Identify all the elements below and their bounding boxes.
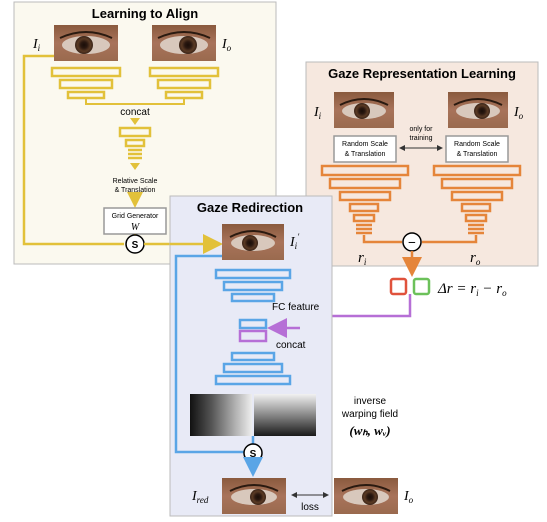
redirect-skip-path xyxy=(174,254,244,454)
redirect-fc-concat-block xyxy=(238,329,268,343)
ri-connector xyxy=(362,235,402,244)
align-input-label: Ii xyxy=(32,37,41,53)
redirect-encoder xyxy=(214,268,292,330)
grid-generator-label: Grid Generator xyxy=(112,213,159,220)
loss-label: loss xyxy=(301,502,319,513)
redirect-panel-title: Gaze Redirection xyxy=(197,200,303,215)
gaze-panel: Gaze Representation Learning Ii Io Rando… xyxy=(305,61,539,267)
align-relative-label-2: & Translation xyxy=(115,187,156,194)
gaze-target-label: Io xyxy=(513,105,524,121)
redirect-sampler-label: S xyxy=(250,449,257,460)
ro-label: ro xyxy=(470,250,481,267)
align-relative-label-1: Relative Scale xyxy=(113,178,158,185)
only-for-training-line2: training xyxy=(410,135,433,142)
delta-feature-red xyxy=(389,277,408,296)
align-sampler-label: S xyxy=(132,240,139,251)
warping-field-horizontal xyxy=(190,394,252,436)
align-panel: Learning to Align Ii Io xyxy=(13,1,277,265)
gaze-random-left-line2: & Translation xyxy=(345,151,386,158)
align-input-eye-image xyxy=(54,25,118,61)
gaze-random-right-line1: Random Scale xyxy=(454,141,500,148)
redirect-panel: Gaze Redirection Ii′ concat FC feature xyxy=(169,195,333,517)
gaze-random-box-left xyxy=(333,135,397,163)
align-target-label: Io xyxy=(221,37,232,53)
ground-truth-label: Io xyxy=(403,489,414,505)
warping-field-formula: (wₕ, wᵥ) xyxy=(349,423,390,438)
align-skip-path xyxy=(22,54,124,246)
warping-field-vertical xyxy=(254,394,316,436)
redirected-eye-image xyxy=(222,478,286,514)
grid-generator-symbol: W xyxy=(131,222,141,233)
delta-feature-green xyxy=(412,277,431,296)
gaze-encoder-right xyxy=(432,164,522,235)
subtract-symbol: − xyxy=(408,236,416,251)
align-target-eye-image xyxy=(152,25,216,61)
delta-formula: Δr = ri − ro xyxy=(437,281,507,298)
align-encoder-left xyxy=(50,66,122,100)
ground-truth-eye-image xyxy=(334,478,398,514)
gaze-input-label: Ii xyxy=(313,105,322,121)
gaze-panel-title: Gaze Representation Learning xyxy=(328,66,516,81)
redirect-concat-label: concat xyxy=(276,340,306,351)
gaze-target-eye-image xyxy=(448,92,508,128)
ri-label: ri xyxy=(358,250,367,267)
gaze-random-right-line2: & Translation xyxy=(457,151,498,158)
align-param-arrow xyxy=(130,163,140,170)
ro-connector xyxy=(422,235,478,244)
only-for-training-line1: only for xyxy=(410,126,434,133)
align-fc-stack xyxy=(118,126,152,160)
fc-feature-label: FC feature xyxy=(272,302,320,313)
redirected-image-label: Ired xyxy=(191,489,209,505)
align-concat-arrow xyxy=(130,118,140,125)
gaze-random-box-right xyxy=(445,135,509,163)
align-encoder-right xyxy=(148,66,220,100)
fc-feature-path-upper xyxy=(330,294,412,318)
warped-image-label: Ii′ xyxy=(289,232,300,251)
align-concat-label: concat xyxy=(120,107,150,118)
gaze-encoder-left xyxy=(320,164,410,235)
align-panel-title: Learning to Align xyxy=(92,6,198,21)
gaze-random-left-line1: Random Scale xyxy=(342,141,388,148)
redirect-decoder xyxy=(214,351,292,386)
inverse-label-1: inverse xyxy=(354,396,387,407)
gaze-input-eye-image xyxy=(334,92,394,128)
inverse-label-2: warping field xyxy=(341,409,398,420)
warped-eye-image xyxy=(222,224,284,260)
